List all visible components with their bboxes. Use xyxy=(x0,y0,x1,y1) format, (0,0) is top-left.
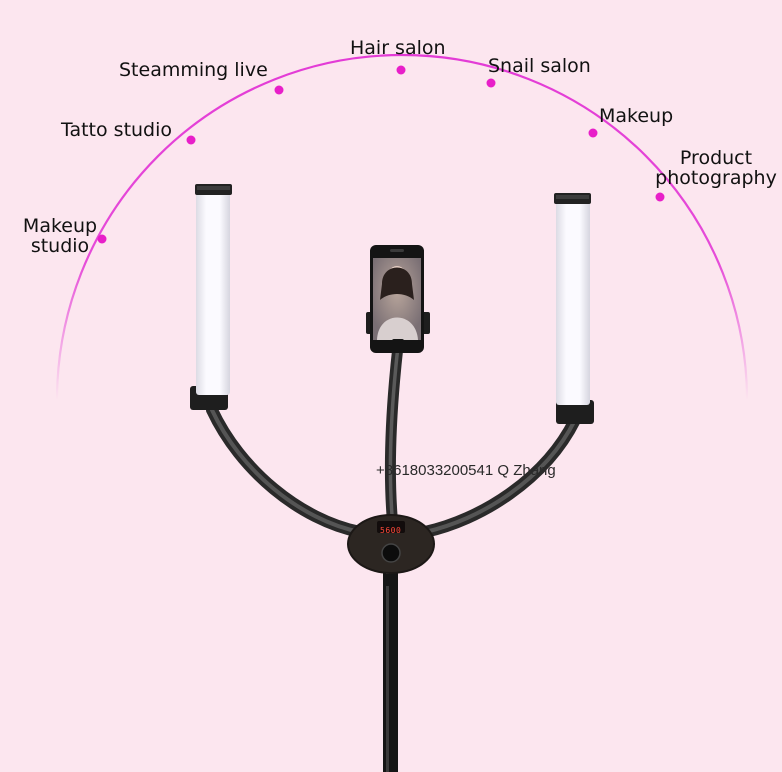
label-steamming-live: Steamming live xyxy=(119,59,268,81)
label-makeup-studio-line2: studio xyxy=(30,235,90,257)
left-gooseneck-arm xyxy=(206,404,366,538)
left-led-light-bar xyxy=(190,184,232,410)
label-product-photography: Product photography xyxy=(653,148,779,188)
dot-makeup-studio xyxy=(97,234,107,244)
dot-snail-salon xyxy=(486,78,496,88)
label-makeup: Makeup xyxy=(599,105,674,127)
label-product-photography-line2: photography xyxy=(655,167,777,189)
dot-product-photography xyxy=(655,192,665,202)
contact-watermark: +8618033200541 Q Zhang xyxy=(376,462,556,479)
right-led-light-bar xyxy=(554,193,594,424)
label-hair-salon: Hair salon xyxy=(350,37,446,59)
label-makeup-studio: Makeup studio xyxy=(22,216,98,256)
led-light-bar-icon xyxy=(196,190,230,395)
stand-pole xyxy=(383,570,398,772)
arc-dots xyxy=(97,65,665,244)
label-tatto-studio: Tatto studio xyxy=(61,119,173,141)
phone-holder-icon xyxy=(366,245,430,353)
dot-hair-salon xyxy=(396,65,406,75)
label-snail-salon: Snail salon xyxy=(488,55,591,77)
label-product-photography-line1: Product xyxy=(679,147,753,169)
controller-display xyxy=(377,521,405,533)
dot-makeup xyxy=(588,128,598,138)
controller-box xyxy=(347,514,435,586)
application-arc xyxy=(55,53,749,401)
label-makeup-studio-line1: Makeup xyxy=(22,215,98,237)
dot-tatto-studio xyxy=(186,135,196,145)
controller-knob-icon[interactable] xyxy=(381,543,401,563)
controller-display-reading: 5600 xyxy=(380,526,402,535)
dot-steamming-live xyxy=(274,85,284,95)
